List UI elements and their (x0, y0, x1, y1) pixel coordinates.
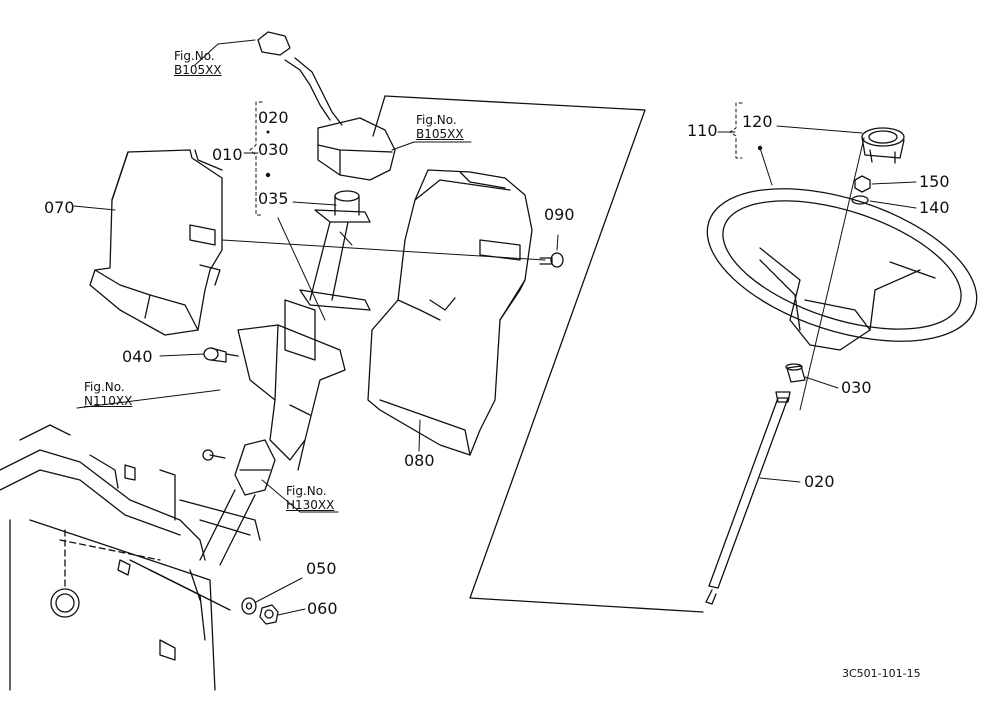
washer-050 (241, 597, 257, 615)
washer-140 (851, 195, 869, 205)
fig-ref-number: B105XX (416, 127, 464, 141)
label-080: 080 (404, 451, 435, 470)
label-090: 090 (544, 205, 575, 224)
label-035: 035 (258, 189, 289, 208)
assembly-boundary (384, 95, 704, 613)
label-030-top: 030 (258, 140, 289, 159)
steering-shaft-020 (705, 391, 791, 605)
cap-120 (861, 127, 905, 164)
label-020-top: 020 (258, 108, 289, 127)
label-060: 060 (307, 599, 338, 618)
leader-lines (73, 39, 917, 616)
label-150: 150 (919, 172, 950, 191)
cover-070 (89, 149, 223, 336)
bushing-030 (785, 363, 806, 383)
steering-column (237, 190, 371, 471)
fig-ref-caption: Fig.No. (174, 49, 215, 63)
drawing-code: 3C501-101-15 (842, 667, 921, 680)
label-040: 040 (122, 347, 153, 366)
frame-chassis (0, 424, 261, 691)
fig-ref-n110: Fig.No. N110XX (84, 380, 132, 408)
label-120: 120 (742, 112, 773, 131)
switch-assembly (257, 31, 396, 181)
fig-ref-b105-mid: Fig.No. B105XX (416, 113, 464, 141)
fig-ref-number: H130XX (286, 498, 335, 512)
label-020-right: 020 (804, 472, 835, 491)
alignment-lines (221, 231, 546, 261)
fig-ref-b105-top: Fig.No. B105XX (174, 49, 222, 77)
nut-060 (259, 604, 279, 625)
fig-ref-number: N110XX (84, 394, 133, 408)
fig-ref-caption: Fig.No. (84, 380, 125, 394)
label-140: 140 (919, 198, 950, 217)
label-110: 110 (687, 121, 718, 140)
label-050: 050 (306, 559, 337, 578)
fig-ref-caption: Fig.No. (286, 484, 327, 498)
group-brackets (249, 101, 743, 216)
universal-joint (199, 439, 276, 566)
steering-wheel (706, 188, 978, 351)
column-cover-080 (367, 169, 533, 456)
fig-ref-number: B105XX (174, 63, 222, 77)
fig-ref-h130: Fig.No. H130XX (286, 484, 334, 512)
bolt-040 (203, 347, 239, 363)
label-070: 070 (44, 198, 75, 217)
fig-ref-caption: Fig.No. (416, 113, 457, 127)
label-010: 010 (212, 145, 243, 164)
screw-090 (539, 252, 564, 268)
label-030-right: 030 (841, 378, 872, 397)
nut-150 (854, 175, 871, 193)
